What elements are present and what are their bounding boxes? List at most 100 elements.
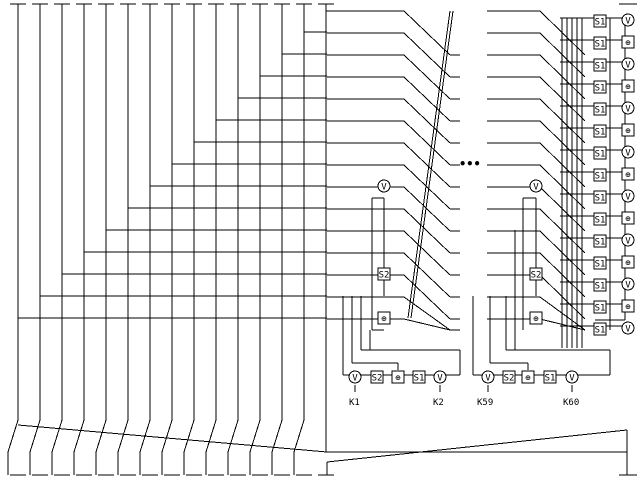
shift-s1-op-box xyxy=(593,278,607,292)
output-diagonal xyxy=(293,419,305,453)
or-op-circle xyxy=(621,13,635,27)
xor-op-box xyxy=(621,79,635,93)
or-op: V xyxy=(625,325,631,335)
output-diagonal xyxy=(51,419,63,453)
or-op-circle xyxy=(529,179,543,193)
or-op-circle xyxy=(621,321,635,335)
shift-s1-op: S1 xyxy=(595,282,606,292)
swap-diagonal xyxy=(17,424,328,453)
xor-op-box xyxy=(391,370,405,384)
diagonal-wire xyxy=(403,318,451,331)
or-op: V xyxy=(569,374,575,384)
shift-s1-op-box xyxy=(543,370,557,384)
shift-s1-op: S1 xyxy=(595,40,606,50)
shift-s1-op: S1 xyxy=(414,374,425,384)
shift-s1-op: S1 xyxy=(595,238,606,248)
or-op: V xyxy=(625,237,631,247)
or-op-circle xyxy=(433,370,447,384)
or-op: V xyxy=(625,149,631,159)
shift-s2-op-box xyxy=(370,370,384,384)
diagonal-wire xyxy=(403,164,451,210)
output-diagonal xyxy=(271,419,283,453)
or-op: V xyxy=(381,183,387,193)
shift-s1-op: S1 xyxy=(595,326,606,336)
xor-op-box xyxy=(621,299,635,313)
diagonal-wire xyxy=(403,98,451,144)
shift-s2-op-box xyxy=(377,267,391,281)
xor-op-box xyxy=(529,311,543,325)
xor-op: ⊕ xyxy=(625,83,630,93)
or-op-circle xyxy=(565,370,579,384)
shift-s1-op: S1 xyxy=(595,260,606,270)
shift-s1-op-box xyxy=(593,190,607,204)
xor-op: ⊕ xyxy=(395,374,400,384)
diagonal-wire xyxy=(403,76,451,122)
output-diagonal xyxy=(205,419,217,453)
key-label-k60: K60 xyxy=(563,398,579,408)
xor-op: ⊕ xyxy=(625,215,630,225)
or-op-circle xyxy=(481,370,495,384)
or-op-circle xyxy=(621,57,635,71)
shift-s1-op: S1 xyxy=(595,128,606,138)
or-op-circle xyxy=(621,189,635,203)
xor-op: ⊕ xyxy=(381,315,386,325)
shift-s1-op-box xyxy=(593,322,607,336)
key-label-k2: K2 xyxy=(433,398,444,408)
shift-s2-op: S2 xyxy=(372,374,383,384)
diagonal-wire xyxy=(403,120,451,166)
or-op-circle xyxy=(621,101,635,115)
output-diagonal xyxy=(73,419,85,453)
output-diagonal xyxy=(7,419,19,453)
shift-s1-op-box xyxy=(593,102,607,116)
diagonal-wire xyxy=(403,252,451,298)
rounds-ellipsis: ••• xyxy=(459,157,481,171)
output-diagonal xyxy=(161,419,173,453)
diagonal-wire xyxy=(403,32,451,78)
shift-s1-op: S1 xyxy=(595,106,606,116)
or-op-circle xyxy=(621,277,635,291)
shift-s1-op-box xyxy=(593,300,607,314)
shift-s1-op: S1 xyxy=(595,62,606,72)
shift-s2-op: S2 xyxy=(504,374,515,384)
shift-s1-op-box xyxy=(593,58,607,72)
shift-s1-op-box xyxy=(593,36,607,50)
swap-diagonal xyxy=(326,429,628,463)
or-op: V xyxy=(625,193,631,203)
feedback-diagonal xyxy=(407,10,451,319)
xor-op-box xyxy=(621,167,635,181)
xor-op: ⊕ xyxy=(625,259,630,269)
diagonal-wire xyxy=(403,274,451,320)
diagonal-wire xyxy=(403,186,451,232)
shift-s1-op-box xyxy=(593,168,607,182)
or-op-circle xyxy=(377,179,391,193)
or-op-circle xyxy=(621,145,635,159)
diagonal-wire xyxy=(403,208,451,254)
or-op: V xyxy=(625,105,631,115)
shift-s1-op-box xyxy=(593,146,607,160)
shift-s1-op-box xyxy=(412,370,426,384)
xor-op-box xyxy=(621,211,635,225)
xor-op: ⊕ xyxy=(625,127,630,137)
shift-s2-op-box xyxy=(529,267,543,281)
output-diagonal xyxy=(29,419,41,453)
or-op: V xyxy=(625,17,631,27)
diagonal-wire xyxy=(403,142,451,188)
shift-s1-op: S1 xyxy=(595,150,606,160)
wire-layer xyxy=(7,3,637,476)
xor-op-box xyxy=(621,35,635,49)
shift-s1-op: S1 xyxy=(595,216,606,226)
xor-op-box xyxy=(521,370,535,384)
shift-s2-op-box xyxy=(502,370,516,384)
shift-s2-op: S2 xyxy=(379,271,390,281)
xor-op-box xyxy=(621,123,635,137)
shift-s1-op: S1 xyxy=(595,84,606,94)
or-op: V xyxy=(533,183,539,193)
key-label-k59: K59 xyxy=(477,398,493,408)
feedback-diagonal xyxy=(410,10,454,319)
xor-op: ⊕ xyxy=(625,171,630,181)
or-op: V xyxy=(485,374,491,384)
output-diagonal xyxy=(95,419,107,453)
shift-s1-op-box xyxy=(593,14,607,28)
